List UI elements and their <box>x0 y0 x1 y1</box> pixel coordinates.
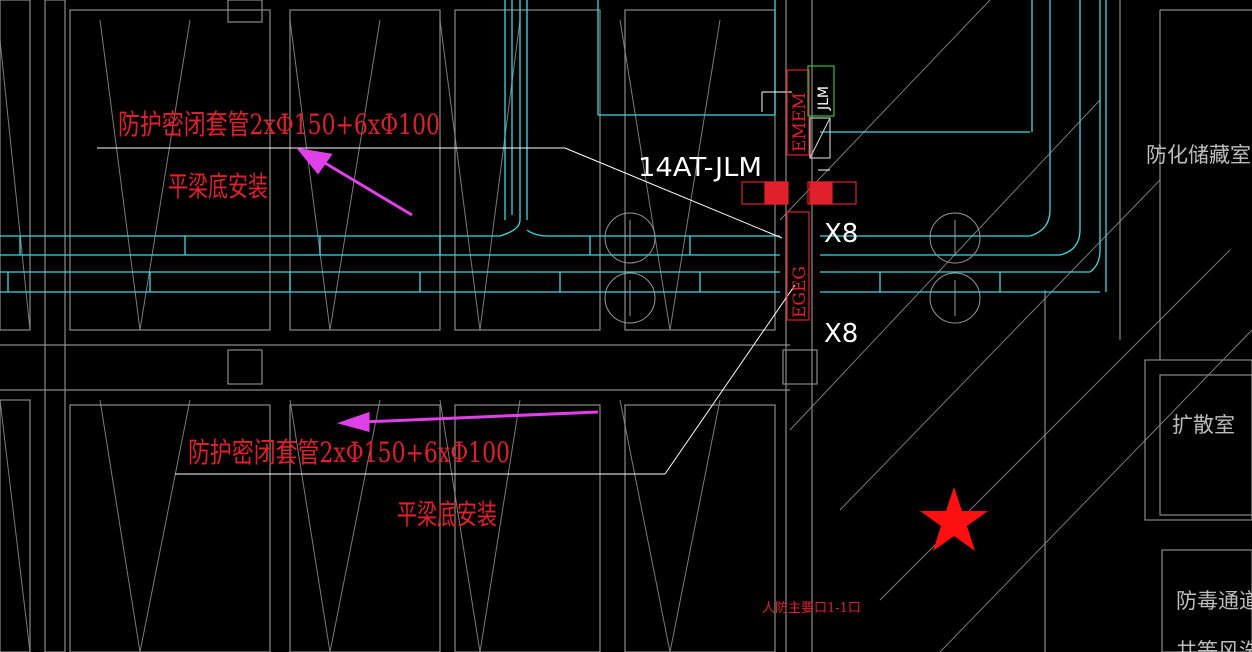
entrance-label: 人防主要口1-1口 <box>762 600 861 616</box>
wall-sleeve-equipment <box>741 65 857 321</box>
room-label-decontamination: 共等风洗消 <box>1176 639 1252 652</box>
upper-arrow-shaft <box>319 158 413 217</box>
top-stack-label: EMEM <box>790 92 810 152</box>
lower-install-note: 平梁底安装 <box>397 498 497 531</box>
lower-arrow-shaft <box>361 410 599 424</box>
upper-install-note: 平梁底安装 <box>168 170 268 203</box>
multiplier-lower: X8 <box>824 319 858 349</box>
lower-stack-label: EGEG <box>790 266 810 318</box>
green-box-label: JLM <box>816 86 832 111</box>
walls <box>0 0 1107 293</box>
lower-sleeve-note: 防护密闭套管2xΦ150+6xΦ100 <box>188 436 510 469</box>
room-label-airlock: 防毒通道 <box>1176 589 1252 613</box>
pipe-tag-label: 14AT-JLM <box>638 153 762 183</box>
star-marker <box>920 487 988 551</box>
grid-bubbles <box>604 212 981 324</box>
lower-arrow-head <box>336 411 370 432</box>
multiplier-upper: X8 <box>824 219 858 249</box>
room-label-storage: 防化储藏室 <box>1146 143 1251 167</box>
upper-arrow-head <box>296 147 333 175</box>
leader-lines <box>97 91 830 475</box>
magenta-arrows <box>296 147 599 432</box>
room-label-diffusion: 扩散室 <box>1172 413 1235 437</box>
upper-sleeve-note: 防护密闭套管2xΦ150+6xΦ100 <box>118 108 440 141</box>
